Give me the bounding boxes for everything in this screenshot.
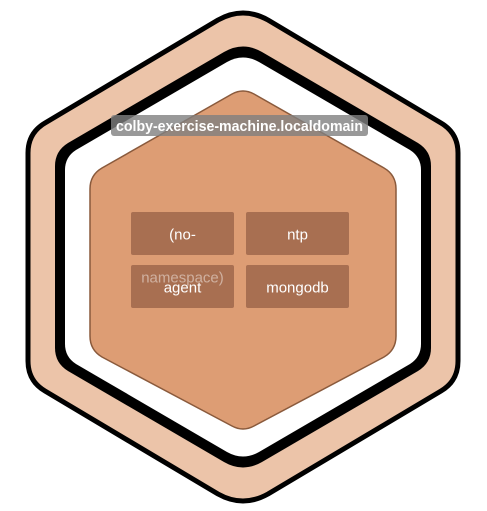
host-label[interactable]: colby-exercise-machine.localdomain <box>116 118 363 135</box>
tile-no-namespace-overflow-label: namespace) <box>141 270 224 287</box>
tile-no-namespace-label: (no- <box>169 227 196 244</box>
tile-grid: (no- ntp namespace) agent mongodb <box>131 212 349 308</box>
tile-agent[interactable] <box>131 265 234 308</box>
tile-no-namespace[interactable] <box>131 212 234 255</box>
tile-agent-label: agent <box>164 280 202 297</box>
host-hexagon[interactable] <box>89 90 397 430</box>
tile-ntp-label: ntp <box>287 227 308 244</box>
tile-ntp[interactable] <box>246 212 349 255</box>
tile-mongodb[interactable] <box>246 265 349 308</box>
host-label-background <box>111 115 368 136</box>
tile-mongodb-label: mongodb <box>266 280 329 297</box>
